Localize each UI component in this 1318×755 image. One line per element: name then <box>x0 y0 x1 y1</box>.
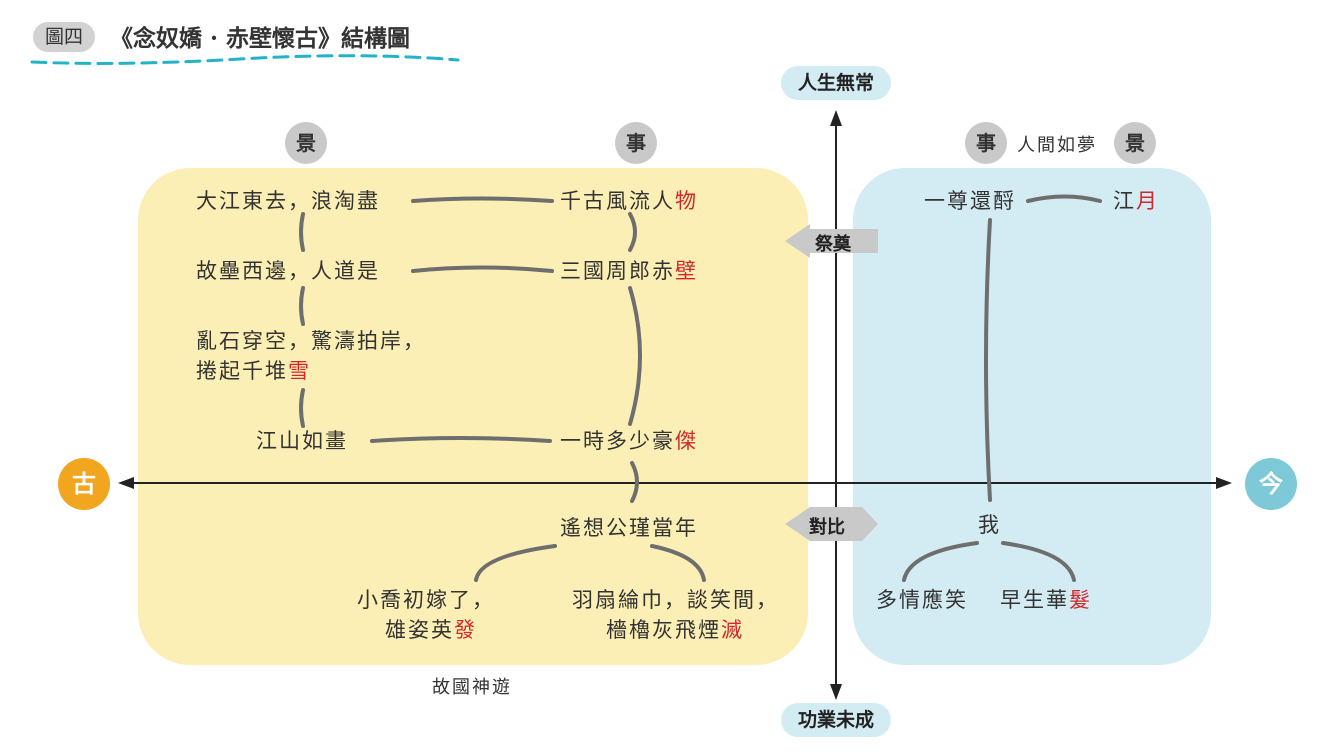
scene-landscape: 江山如畫 <box>256 429 348 453</box>
bracket-scene-3 <box>299 388 305 428</box>
highlight-heroes: 傑 <box>675 429 698 453</box>
event-figures: 千古風流人物 <box>560 189 698 213</box>
contrast-arrow <box>785 507 878 541</box>
present-moon: 江月 <box>1113 189 1159 213</box>
event-heroes: 一時多少豪傑 <box>560 429 698 453</box>
scene-rocks: 亂石穿空，驚濤拍岸， <box>196 329 426 353</box>
bracket-event-1 <box>628 212 637 252</box>
branch-feel <box>902 541 979 582</box>
bracket-event-2 <box>628 286 642 426</box>
event-fan: 羽扇綸巾，談笑間， <box>572 588 779 612</box>
branch-xiaoqiao <box>474 544 557 582</box>
axis-left-past: 古 <box>58 458 110 510</box>
scene-header-right: 景 <box>1114 122 1156 164</box>
scene-snow: 捲起千堆雪 <box>196 359 311 383</box>
highlight-moon: 月 <box>1136 189 1159 213</box>
axis-right-present: 今 <box>1245 458 1297 510</box>
highlight-cliff: 壁 <box>675 259 698 283</box>
sacrifice-label: 祭奠 <box>815 234 851 255</box>
link-fort-redcliff <box>411 265 554 273</box>
branch-hair <box>1001 541 1076 582</box>
event-header-right: 事 <box>965 122 1007 164</box>
event-xiaoqiao: 小喬初嫁了， <box>357 588 495 612</box>
link-landscape-heroes <box>370 436 552 443</box>
time-axis-left-arrowhead <box>118 477 134 489</box>
present-feel: 多情應笑 <box>876 588 968 612</box>
travel-label: 故國神遊 <box>432 677 512 698</box>
axis-bottom-label: 功業未成 <box>781 703 891 737</box>
time-axis-right-arrowhead <box>1216 477 1232 489</box>
event-header-left: 事 <box>615 122 657 164</box>
highlight-figures: 物 <box>675 189 698 213</box>
present-panel <box>853 168 1211 665</box>
scene-river: 大江東去，浪淘盡 <box>196 189 380 213</box>
scene-old-fort: 故壘西邊，人道是 <box>196 259 380 283</box>
event-ships: 檣櫓灰飛煙滅 <box>606 618 744 642</box>
present-hair: 早生華髮 <box>1000 588 1092 612</box>
highlight-snow: 雪 <box>288 359 311 383</box>
contrast-label: 對比 <box>809 517 845 538</box>
scene-header-left: 景 <box>285 122 327 164</box>
sacrifice-arrow <box>785 224 878 258</box>
link-toast-me <box>984 218 992 502</box>
present-toast: 一尊還酹 <box>924 189 1016 213</box>
bracket-scene-1 <box>299 212 305 252</box>
highlight-fa: 發 <box>454 618 477 642</box>
past-panel <box>138 168 808 665</box>
link-river-figures <box>411 196 554 203</box>
event-redcliff: 三國周郎赤壁 <box>560 259 698 283</box>
highlight-mie: 滅 <box>721 618 744 642</box>
dream-label: 人間如夢 <box>1017 135 1097 156</box>
link-toast-moon <box>1026 194 1102 203</box>
bracket-event-3 <box>630 461 639 503</box>
diagram-title: 《念奴嬌 · 赤壁懷古》結構圖 <box>110 25 411 52</box>
event-zhouyu: 遙想公瑾當年 <box>560 516 698 540</box>
fate-axis-top-arrowhead <box>830 110 842 126</box>
fate-axis-bottom-arrowhead <box>830 684 842 700</box>
title-underline <box>30 54 460 65</box>
present-me: 我 <box>978 513 1001 537</box>
axis-top-label: 人生無常 <box>781 66 891 100</box>
highlight-hair: 髮 <box>1069 588 1092 612</box>
figure-number-badge: 圖四 <box>33 22 95 52</box>
event-heroic: 雄姿英發 <box>385 618 477 642</box>
bracket-scene-2 <box>299 286 305 326</box>
branch-fan <box>650 544 706 582</box>
